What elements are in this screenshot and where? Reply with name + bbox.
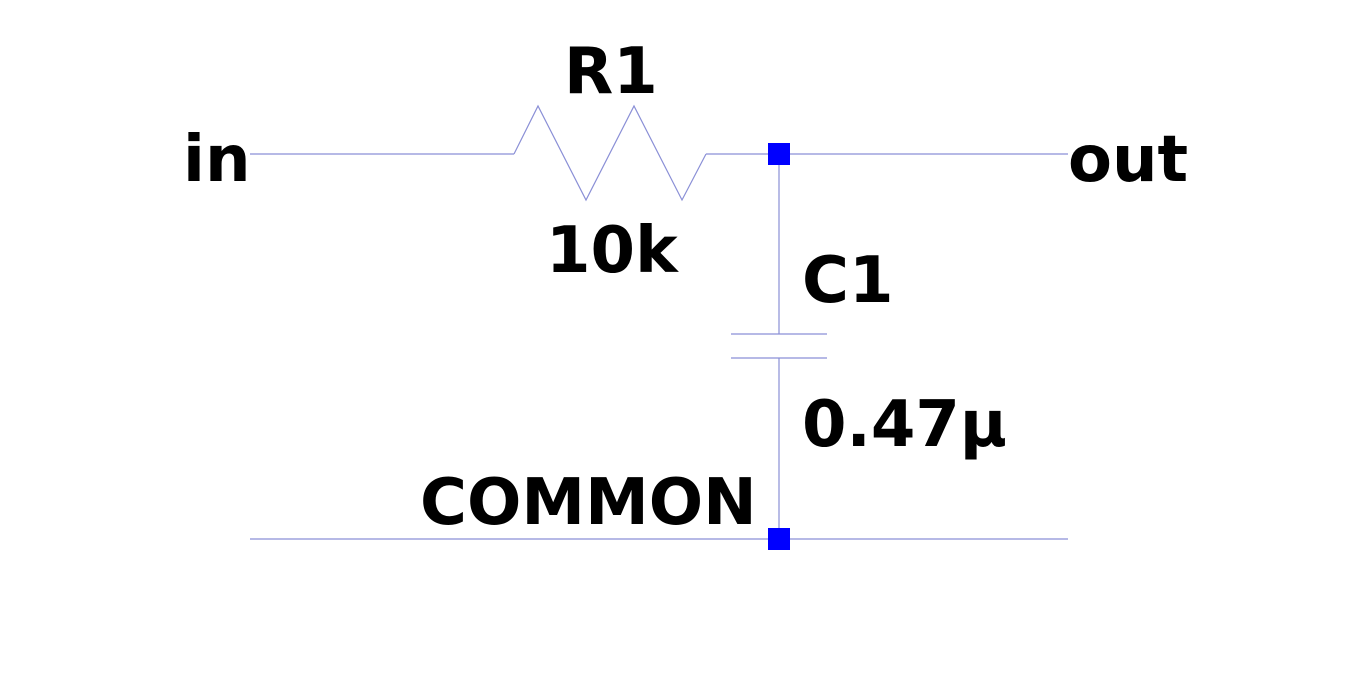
capacitor-ref-label: C1: [802, 244, 894, 318]
junction-common-node: [768, 528, 790, 550]
net-label-out: out: [1068, 123, 1188, 197]
net-label-common: COMMON: [420, 466, 757, 540]
resistor-ref-label: R1: [564, 35, 658, 109]
capacitor-value-label: 0.47µ: [802, 388, 1007, 462]
resistor-r1-symbol: [513, 104, 707, 202]
net-label-in: in: [183, 123, 251, 197]
junction-out-node: [768, 143, 790, 165]
resistor-value-label: 10k: [546, 214, 679, 288]
